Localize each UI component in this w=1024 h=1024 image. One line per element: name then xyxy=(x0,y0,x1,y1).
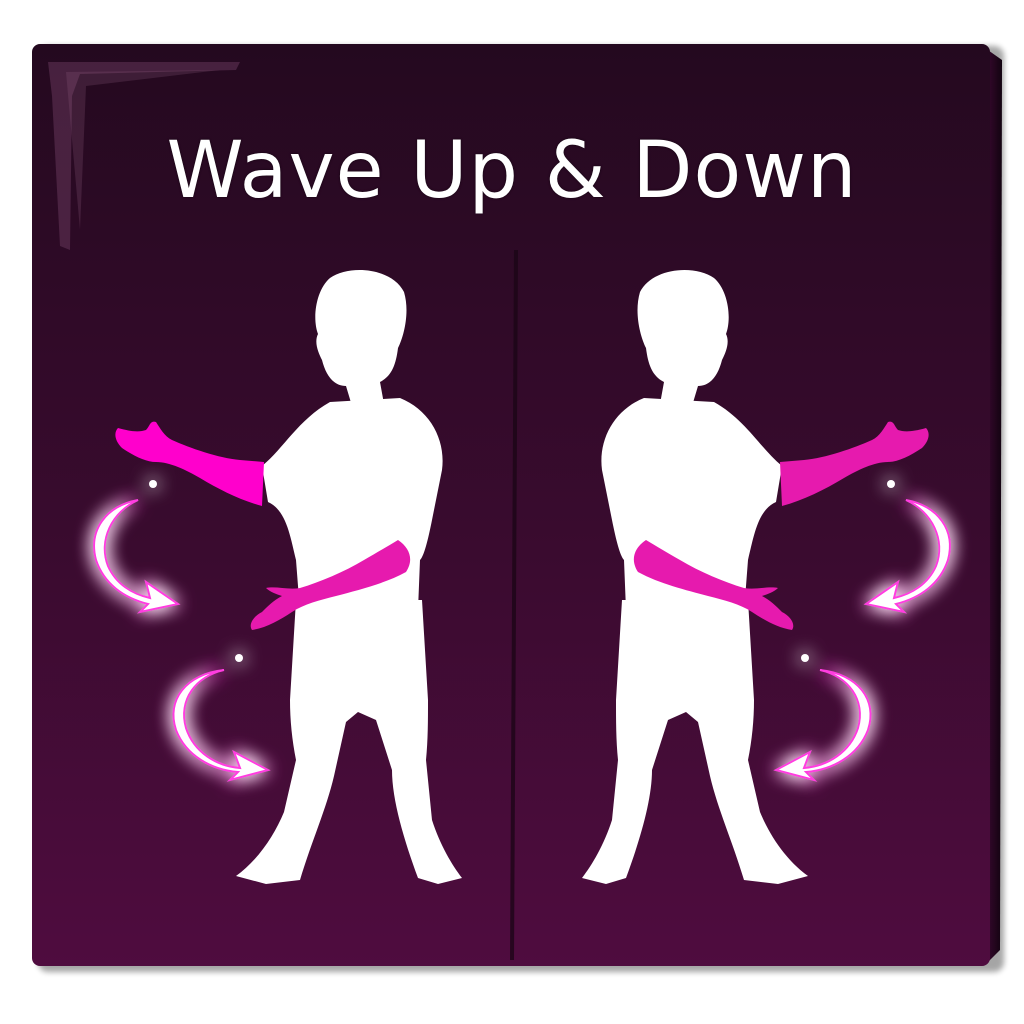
left-dancer-legs xyxy=(236,600,462,884)
left-lower-arrow xyxy=(172,654,271,782)
curved-down-arrow-icon xyxy=(172,669,271,782)
left-dancer-figure xyxy=(115,269,462,884)
left-dancer-head xyxy=(315,269,407,406)
left-upper-arrow xyxy=(93,480,181,614)
corner-bevel xyxy=(48,62,240,250)
move-title: Wave Up & Down xyxy=(166,126,858,216)
arrow-dot xyxy=(887,480,895,488)
right-upper-arrow xyxy=(863,480,951,614)
right-dancer-figure xyxy=(582,269,929,884)
left-dancer-lower-arm xyxy=(250,540,411,630)
left-dancer-upper-arm xyxy=(115,421,264,506)
right-dancer-lower-arm xyxy=(633,540,794,630)
arrow-dot xyxy=(149,480,157,488)
right-dancer-upper-arm xyxy=(780,421,929,506)
arrow-dot xyxy=(235,654,243,662)
panel-divider xyxy=(510,249,518,961)
arrow-dot xyxy=(801,654,809,662)
curved-down-arrow-icon xyxy=(863,499,951,614)
curved-down-arrow-icon xyxy=(93,499,181,614)
right-dancer-legs xyxy=(582,600,808,884)
corner-bevel-inner xyxy=(66,70,220,230)
curved-down-arrow-icon xyxy=(773,669,872,782)
right-lower-arrow xyxy=(773,654,872,782)
right-dancer-head xyxy=(637,269,729,406)
